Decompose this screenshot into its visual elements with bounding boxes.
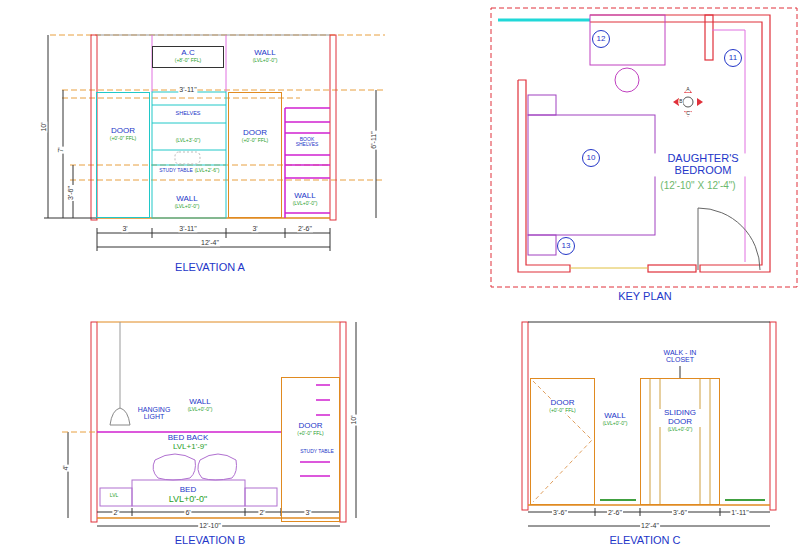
annotation-text: WALL: [253, 49, 277, 57]
dimension-text: 3'-6": [67, 185, 74, 201]
node-title: A.C: [180, 49, 195, 58]
view-title: ELEVATION C: [608, 535, 681, 547]
view-title: KEY PLAN: [617, 291, 673, 303]
dimension-text: 4': [62, 464, 69, 471]
annotation-text: WALL: [188, 398, 212, 406]
annotation-text: STUDY TABLE: [299, 449, 335, 454]
level-note: (+0'-0" FFL): [548, 408, 576, 414]
node-title: DOOR: [298, 422, 324, 431]
view-title: ELEVATION A: [174, 262, 246, 274]
dimension-text: 3'-11": [178, 86, 197, 93]
level-note: (+0'-0" FFL): [109, 136, 137, 142]
annotation-text: WALL: [175, 195, 199, 203]
dimension-text: 1'-11": [730, 509, 749, 516]
dimension-text: 12'-10": [198, 522, 222, 529]
dimension-text: 3'-6": [672, 509, 688, 516]
node-title: DOOR: [242, 129, 268, 138]
annotation-text: BED BACK: [167, 434, 209, 442]
annotation-text: (LVL+0'-0"): [602, 421, 629, 426]
level-note: (+0'-0" FFL): [296, 431, 324, 437]
annotation-text: SHELVES: [175, 111, 202, 117]
callout-circle: 12: [592, 30, 610, 48]
annotation-text: WALL: [603, 412, 627, 420]
annotation-text: BED: [179, 486, 197, 494]
node-title: 12: [596, 35, 607, 44]
dimension-text: 3': [251, 225, 258, 232]
annotation-text: LVL+1'-9": [172, 443, 208, 451]
door-panel: DOOR(+0'-0" FFL): [530, 378, 595, 505]
level-note: (LVL+0'-0"): [667, 427, 694, 433]
ac-unit: A.C(+8'-0" FFL): [152, 46, 224, 68]
annotation-text: (LVL+0'-0"): [174, 204, 201, 209]
dimension-text: 7': [57, 146, 64, 153]
annotation-text: (LVL+3'-0"): [175, 138, 202, 143]
callout-circle: 11: [724, 49, 742, 67]
dimension-text: 3'-6": [552, 509, 568, 516]
dimension-text: 3'-11": [178, 225, 197, 232]
view-title: DAUGHTER'S BEDROOM: [652, 153, 754, 176]
dimension-text: 2'-6": [607, 509, 623, 516]
dimension-text: 3': [304, 509, 311, 516]
node-title: DOOR: [550, 399, 576, 408]
annotation-text: BOOK SHELVES: [292, 137, 322, 148]
door-panel: SLIDING DOOR(LVL+0'-0"): [640, 378, 720, 505]
annotation-text: WALL: [293, 192, 317, 200]
dimension-text: 12'-4": [640, 522, 660, 529]
annotation-text: HANGING LIGHT: [132, 406, 176, 421]
annotation-text: LVL+0'-0": [168, 495, 209, 504]
dimension-text: C: [685, 111, 691, 116]
annotation-text: (LVL+2'-6"): [194, 168, 221, 173]
node-title: 13: [561, 242, 572, 251]
door-panel: DOOR(+0'-0" FFL): [281, 377, 340, 522]
door-panel: DOOR(+0'-0" FFL): [228, 92, 282, 218]
annotation-text: (LVL+0'-0"): [292, 201, 319, 206]
dimension-text: 3': [121, 225, 128, 232]
dimension-text: A: [685, 87, 690, 92]
dimension-text: 6': [184, 509, 191, 516]
annotation-text: STUDY TABLE: [158, 168, 194, 173]
dimension-text: B: [678, 99, 683, 104]
node-title: DOOR: [110, 127, 136, 136]
annotation-text: WALK - IN CLOSET: [654, 349, 706, 364]
callout-circle: 10: [582, 149, 600, 167]
level-note: (+0'-0" FFL): [241, 138, 269, 144]
dimension-text: 10': [40, 121, 47, 132]
dimension-text: 2': [112, 509, 119, 516]
annotation-text: (LVL+0'-0"): [187, 407, 214, 412]
annotation-text: LVL: [109, 493, 120, 498]
dimension-text: 2'-6": [297, 225, 313, 232]
dimension-text: 10': [350, 414, 357, 425]
dimension-text: 12'-4": [200, 239, 220, 246]
callout-circle: 13: [557, 237, 575, 255]
dimension-text: 6'-11": [370, 130, 377, 149]
node-title: SLIDING DOOR: [659, 409, 701, 427]
node-title: 10: [586, 154, 597, 163]
level-note: (+8'-0" FFL): [174, 58, 202, 64]
view-title: ELEVATION B: [174, 535, 247, 547]
view-title: (12'-10" X 12'-4"): [659, 181, 736, 192]
node-title: 11: [728, 54, 738, 63]
door-panel: DOOR(+0'-0" FFL): [96, 92, 150, 218]
dimension-text: 2': [258, 509, 265, 516]
annotation-text: (LVL+0'-0"): [252, 58, 279, 63]
